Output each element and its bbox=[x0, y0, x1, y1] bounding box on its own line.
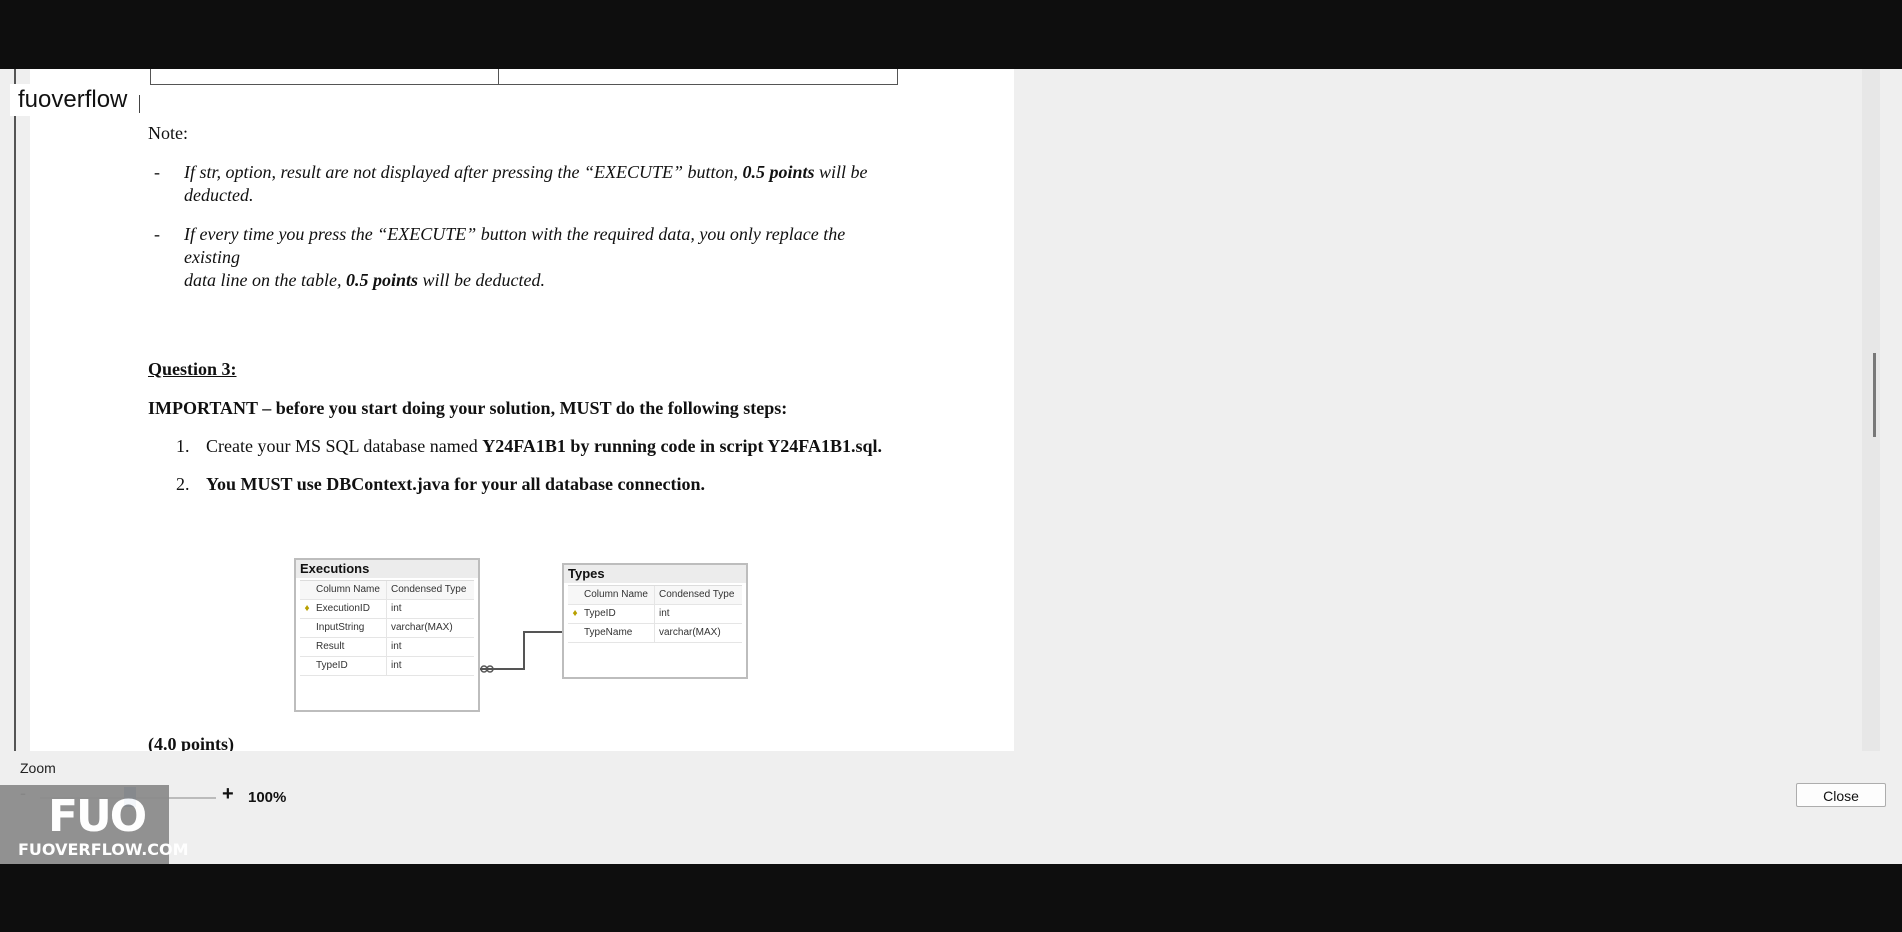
table-title: Executions bbox=[296, 560, 478, 578]
column-type: int bbox=[391, 641, 402, 652]
key-icon: ♦ bbox=[304, 603, 310, 614]
left-border bbox=[14, 69, 16, 751]
zoom-value: 100% bbox=[248, 789, 287, 806]
bullet-text: If str, option, result are not displayed… bbox=[184, 162, 743, 182]
column-type: int bbox=[391, 660, 402, 671]
column-name: ExecutionID bbox=[314, 600, 387, 618]
column-name: InputString bbox=[314, 619, 387, 637]
column-name: TypeID bbox=[314, 657, 387, 675]
zoom-in-button[interactable]: + bbox=[222, 783, 234, 805]
step-1: 1. Create your MS SQL database named Y24F… bbox=[176, 436, 882, 457]
zoom-label: Zoom bbox=[20, 760, 56, 776]
logo-text: FUOVERFLOW.COM bbox=[18, 840, 189, 859]
column-type: int bbox=[391, 603, 402, 614]
bullet-dash: - bbox=[154, 162, 160, 182]
bullet-text-line2: deducted. bbox=[184, 185, 254, 205]
column-header-type: Condensed Type bbox=[659, 589, 735, 600]
table-row: TypeName varchar(MAX) bbox=[568, 624, 742, 643]
question-title: Question 3: bbox=[148, 359, 237, 379]
site-logo: FUO FUOVERFLOW.COM bbox=[0, 785, 189, 864]
watermark-label: fuoverflow bbox=[10, 84, 136, 116]
step-text: Create your MS SQL database named bbox=[206, 436, 483, 456]
column-type: varchar(MAX) bbox=[659, 627, 721, 638]
bullet-dash: - bbox=[154, 224, 160, 244]
important-notice: IMPORTANT – before you start doing your … bbox=[148, 398, 788, 418]
scrollbar-thumb[interactable] bbox=[1873, 353, 1876, 437]
text-caret bbox=[139, 95, 140, 113]
table-row: ♦ ExecutionID int bbox=[300, 600, 474, 619]
column-type: int bbox=[659, 608, 670, 619]
step-bold: Y24FA1B1 by running code in script Y24FA… bbox=[482, 436, 882, 456]
key-icon: ♦ bbox=[572, 608, 578, 619]
column-name: TypeName bbox=[582, 624, 655, 642]
step-2: 2. You MUST use DBContext.java for your a… bbox=[176, 474, 705, 495]
bullet-bold: 0.5 points bbox=[742, 162, 815, 182]
table-header-row: Column Name Condensed Type bbox=[568, 586, 742, 605]
column-header-type: Condensed Type bbox=[391, 584, 467, 595]
table-row: TypeID int bbox=[300, 657, 474, 676]
column-name: Result bbox=[314, 638, 387, 656]
table-row: ♦ TypeID int bbox=[568, 605, 742, 624]
step-number: 2. bbox=[176, 474, 190, 494]
table-header-row: Column Name Condensed Type bbox=[300, 581, 474, 600]
document-page[interactable]: Note: - If str, option, result are not d… bbox=[30, 69, 1014, 751]
step-number: 1. bbox=[176, 436, 190, 456]
table-row: Result int bbox=[300, 638, 474, 657]
points-label: (4.0 points) bbox=[148, 734, 235, 751]
previous-table-bottom bbox=[150, 69, 898, 85]
bullet-text: If every time you press the “EXECUTE” bu… bbox=[184, 224, 846, 267]
table-title: Types bbox=[564, 565, 746, 583]
step-bold: You MUST use DBContext.java for your all… bbox=[206, 474, 706, 494]
bullet-text-end: will be bbox=[814, 162, 868, 182]
column-type: varchar(MAX) bbox=[391, 622, 453, 633]
close-button[interactable]: Close bbox=[1796, 783, 1886, 807]
executions-table: Executions Column Name Condensed Type ♦ … bbox=[294, 558, 480, 712]
bullet-text-line2: data line on the table, bbox=[184, 270, 346, 290]
document-viewer-window: Note: - If str, option, result are not d… bbox=[0, 69, 1902, 864]
bullet-bold: 0.5 points bbox=[345, 270, 419, 290]
vertical-scrollbar[interactable] bbox=[1862, 69, 1880, 751]
note-label: Note: bbox=[148, 123, 188, 143]
column-name: TypeID bbox=[582, 605, 655, 623]
types-table: Types Column Name Condensed Type ♦ TypeI… bbox=[562, 563, 748, 679]
bullet-text-end: will be deducted. bbox=[418, 270, 545, 290]
table-row: InputString varchar(MAX) bbox=[300, 619, 474, 638]
column-header-name: Column Name bbox=[582, 586, 655, 604]
column-header-name: Column Name bbox=[314, 581, 387, 599]
logo-mark: FUO bbox=[48, 791, 147, 842]
